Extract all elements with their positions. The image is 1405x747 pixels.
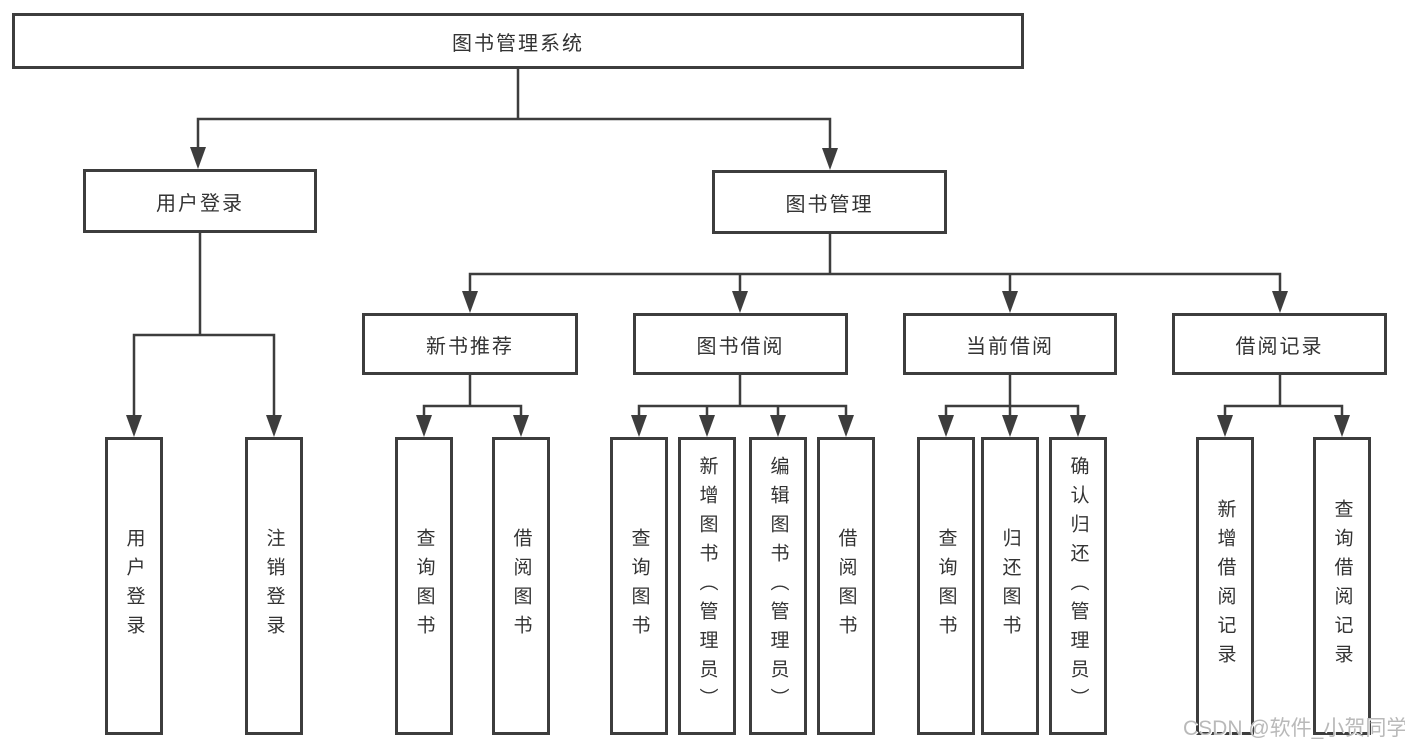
node-new-book-recommend: 新书推荐 xyxy=(362,313,578,375)
leaf-query-books-current: 查询图书 xyxy=(917,437,975,735)
node-book-management: 图书管理 xyxy=(712,170,947,234)
leaf-user-login-label: 用户登录 xyxy=(123,528,145,644)
node-current-borrow: 当前借阅 xyxy=(903,313,1117,375)
leaf-query-books-recommend: 查询图书 xyxy=(395,437,453,735)
node-book-borrow-label: 图书借阅 xyxy=(696,335,785,358)
leaf-user-login: 用户登录 xyxy=(105,437,163,735)
leaf-query-borrow-record-label: 查询借阅记录 xyxy=(1331,499,1353,673)
node-library-management-system-label: 图书管理系统 xyxy=(452,32,584,55)
node-user-login: 用户登录 xyxy=(83,169,317,233)
leaf-add-borrow-record-label: 新增借阅记录 xyxy=(1214,499,1236,673)
leaf-confirm-return-admin-label: 确认归还（管理员） xyxy=(1067,455,1089,717)
leaf-borrow-books-recommend-label: 借阅图书 xyxy=(510,528,532,644)
leaf-logout: 注销登录 xyxy=(245,437,303,735)
node-borrow-records: 借阅记录 xyxy=(1172,313,1387,375)
leaf-return-book: 归还图书 xyxy=(981,437,1039,735)
leaf-borrow-books-recommend: 借阅图书 xyxy=(492,437,550,735)
leaf-return-book-label: 归还图书 xyxy=(999,528,1021,644)
leaf-add-book-admin-label: 新增图书（管理员） xyxy=(696,455,718,717)
leaf-add-borrow-record: 新增借阅记录 xyxy=(1196,437,1254,735)
node-borrow-records-label: 借阅记录 xyxy=(1235,335,1324,358)
leaf-edit-book-admin-label: 编辑图书（管理员） xyxy=(767,455,789,717)
node-library-management-system: 图书管理系统 xyxy=(12,13,1024,69)
leaf-query-books-borrow: 查询图书 xyxy=(610,437,668,735)
node-book-borrow: 图书借阅 xyxy=(633,313,848,375)
node-user-login-label: 用户登录 xyxy=(156,192,244,215)
leaf-query-borrow-record: 查询借阅记录 xyxy=(1313,437,1371,735)
leaf-logout-label: 注销登录 xyxy=(263,528,285,644)
leaf-add-book-admin: 新增图书（管理员） xyxy=(678,437,736,735)
leaf-query-books-borrow-label: 查询图书 xyxy=(628,528,650,644)
leaf-edit-book-admin: 编辑图书（管理员） xyxy=(749,437,807,735)
leaf-borrow-books: 借阅图书 xyxy=(817,437,875,735)
node-book-management-label: 图书管理 xyxy=(785,193,874,216)
leaf-confirm-return-admin: 确认归还（管理员） xyxy=(1049,437,1107,735)
leaf-query-books-recommend-label: 查询图书 xyxy=(413,528,435,644)
node-new-book-recommend-label: 新书推荐 xyxy=(426,335,514,358)
node-current-borrow-label: 当前借阅 xyxy=(966,335,1054,358)
csdn-watermark: CSDN @软件_小贺同学 xyxy=(1183,717,1405,740)
leaf-query-books-current-label: 查询图书 xyxy=(935,528,957,644)
leaf-borrow-books-label: 借阅图书 xyxy=(835,528,857,644)
